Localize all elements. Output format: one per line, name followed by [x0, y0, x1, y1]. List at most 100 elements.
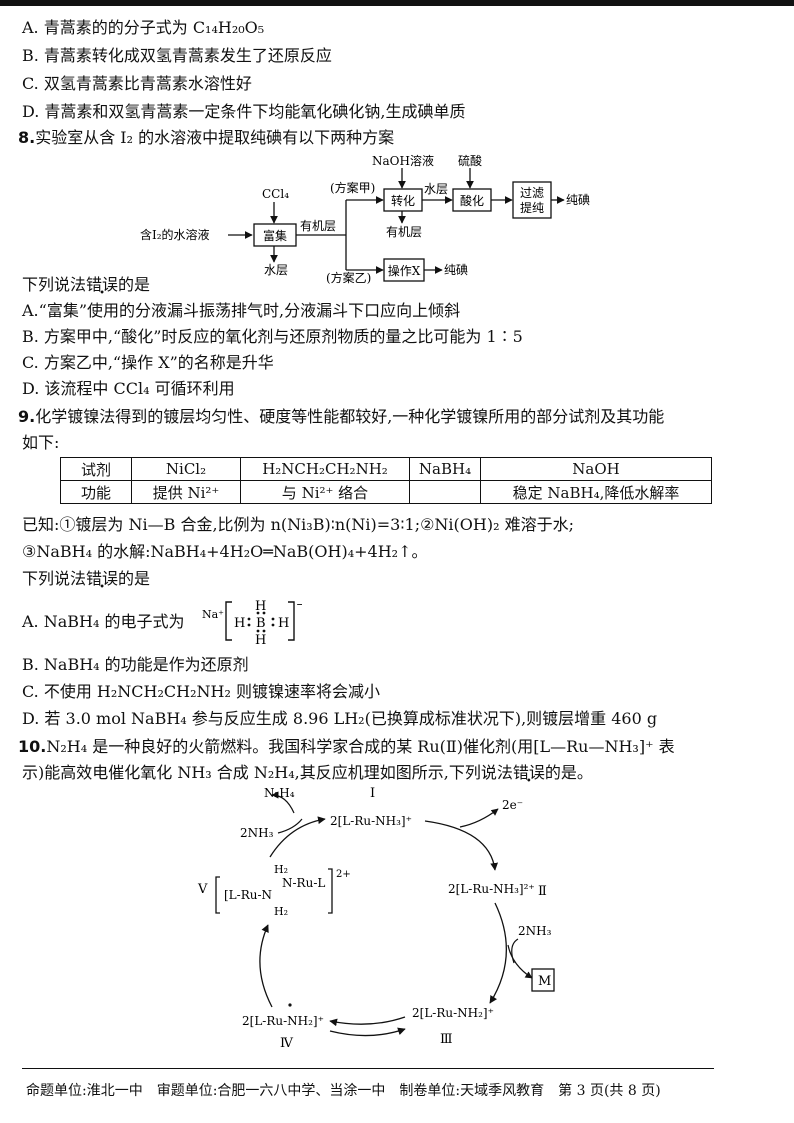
sodium-ion: Na⁺ — [202, 608, 224, 621]
top-border — [0, 0, 794, 6]
q10-number: 10. — [18, 737, 47, 756]
q8-question-emphasis: 错误 — [86, 275, 118, 294]
table-cell: NaBH₄ — [409, 457, 481, 481]
q10-stem-prefix: 示)能高效电催化氧化 NH₃ 合成 N₂H₄,其反应机理如图所示,下列说法 — [22, 763, 513, 782]
q8-flow-diagram: 含I₂的水溶液 CCl₄ 富集 水层 有机层 (方案甲) (方案乙) NaOH溶… — [140, 153, 590, 285]
q7-option-b: B. 青蒿素转化成双氢青蒿素发生了还原反应 — [22, 46, 332, 65]
q9-question-emphasis: 错误 — [86, 569, 118, 588]
label-III: Ⅲ — [440, 1032, 453, 1047]
table-cell: 提供 Ni²⁺ — [131, 480, 241, 504]
label-V: Ⅴ — [197, 882, 208, 897]
table-cell: NaOH — [480, 457, 712, 481]
page-footer: 命题单位:淮北一中 审题单位:合肥一六八中学、当涂一中 制卷单位:天域季风教育 … — [26, 1083, 661, 1099]
svg-text:H: H — [278, 616, 289, 631]
q9-number: 9. — [18, 407, 36, 426]
table-cell: NiCl₂ — [131, 457, 241, 481]
species-V-left: [L-Ru-N — [224, 888, 272, 902]
q9-known-1: 已知:①镀层为 Ni—B 合金,比例为 n(Ni₃B)∶n(Ni)=3∶1;②N… — [22, 515, 574, 534]
flow-plan-a: (方案甲) — [330, 180, 375, 195]
label-I: Ⅰ — [370, 786, 375, 801]
species-IV: 2[L-Ru-NH₂]⁺ — [242, 1014, 324, 1028]
label-IV: Ⅳ — [280, 1036, 294, 1050]
species-I: 2[L-Ru-NH₃]⁺ — [330, 814, 412, 828]
q10-stem-text: N₂H₄ 是一种良好的火箭燃料。我国科学家合成的某 Ru(Ⅱ)催化剂(用[L—R… — [46, 737, 675, 756]
q7-option-c: C. 双氢青蒿素比青蒿素水溶性好 — [22, 74, 252, 93]
q10-reaction-cycle: Ⅰ 2[L-Ru-NH₃]⁺ 2e⁻ 2[L-Ru-NH₃]²⁺ Ⅱ 2NH₃ … — [197, 786, 555, 1050]
q9-stem-text: 化学镀镍法得到的镀层均匀性、硬度等性能都较好,一种化学镀镍所用的部分试剂及其功能 — [35, 407, 665, 426]
flow-naoh-label: NaOH溶液 — [372, 153, 434, 168]
q8-question-suffix: 的是 — [118, 275, 151, 294]
table-cell: 试剂 — [60, 457, 132, 481]
minus-2e: 2e⁻ — [502, 798, 523, 812]
q9-option-d: D. 若 3.0 mol NaBH₄ 参与反应生成 8.96 LH₂(已换算成标… — [22, 709, 658, 728]
table-cell: 与 Ni²⁺ 络合 — [240, 480, 410, 504]
flow-box-acidify-label: 酸化 — [460, 193, 484, 208]
q8-option-b: B. 方案甲中,“酸化”时反应的氧化剂与还原剂物质的量之比可能为 1∶5 — [22, 327, 523, 346]
q8-option-a: A.“富集”使用的分液漏斗振荡排气时,分液漏斗下口应向上倾斜 — [22, 301, 461, 320]
table-cell: H₂NCH₂CH₂NH₂ — [240, 457, 410, 481]
table-row: 试剂 NiCl₂ H₂NCH₂CH₂NH₂ NaBH₄ NaOH — [60, 457, 712, 481]
q8-question: 下列说法错误的是 — [22, 275, 150, 295]
footer-divider — [22, 1068, 714, 1069]
flow-start-label: 含I₂的水溶液 — [140, 227, 210, 242]
q8-option-c: C. 方案乙中,“操作 X”的名称是升华 — [22, 353, 274, 372]
table-cell: 稳定 NaBH₄,降低水解率 — [480, 480, 712, 504]
flow-pure-iodine: 纯碘 — [566, 193, 590, 207]
flow-sulfuric-label: 硫酸 — [458, 153, 482, 168]
q7-option-d: D. 青蒿素和双氢青蒿素一定条件下均能氧化碘化钠,生成碘单质 — [22, 102, 466, 121]
table-cell — [409, 480, 481, 504]
species-III: 2[L-Ru-NH₂]⁺ — [412, 1006, 494, 1020]
svg-text:H: H — [255, 599, 266, 614]
q9-option-b: B. NaBH₄ 的功能是作为还原剂 — [22, 655, 249, 674]
q8-stem-text: 实验室从含 I₂ 的水溶液中提取纯碘有以下两种方案 — [35, 128, 395, 147]
table-cell: 功能 — [60, 480, 132, 504]
flow-pure-iodine-2: 纯碘 — [444, 263, 468, 277]
q10-stem-suffix: 的是。 — [544, 763, 593, 782]
q9-option-a: A. NaBH₄ 的电子式为 — [22, 612, 185, 631]
svg-text:H: H — [255, 633, 266, 646]
nh3-in-right: 2NH₃ — [518, 924, 552, 938]
q8-stem: 8.实验室从含 I₂ 的水溶液中提取纯碘有以下两种方案 — [18, 128, 394, 148]
flow-water-layer-2: 水层 — [424, 182, 448, 196]
flow-plan-b: (方案乙) — [326, 270, 371, 285]
flow-box-convert-label: 转化 — [391, 193, 415, 208]
q7-option-a: A. 青蒿素的的分子式为 C₁₄H₂₀O₅ — [22, 18, 265, 37]
q8-number: 8. — [18, 128, 36, 147]
m-box-label: M — [538, 974, 551, 989]
label-II: Ⅱ — [538, 884, 547, 899]
q10-stem-line2: 示)能高效电催化氧化 NH₃ 合成 N₂H₄,其反应机理如图所示,下列说法错误的… — [22, 763, 593, 783]
q9-stem-line1: 9.化学镀镍法得到的镀层均匀性、硬度等性能都较好,一种化学镀镍所用的部分试剂及其… — [18, 407, 664, 427]
flow-water-layer: 水层 — [264, 263, 288, 277]
q8-option-d: D. 该流程中 CCl₄ 可循环利用 — [22, 379, 235, 398]
q9-known-2: ③NaBH₄ 的水解:NaBH₄+4H₂O═NaB(OH)₄+4H₂↑。 — [22, 542, 428, 561]
q9-question-suffix: 的是 — [118, 569, 151, 588]
q9-stem-line2: 如下: — [22, 433, 60, 452]
q9-question-prefix: 下列说法 — [22, 569, 87, 588]
flow-box-enrich-label: 富集 — [263, 228, 287, 243]
species-V-charge: 2+ — [336, 869, 351, 880]
q8-question-prefix: 下列说法 — [22, 275, 87, 294]
nh3-in-left: 2NH₃ — [240, 826, 274, 840]
flow-ccl4-label: CCl₄ — [262, 187, 289, 201]
flow-organic-layer: 有机层 — [300, 219, 336, 233]
n2h4-out: N₂H₄ — [264, 786, 295, 800]
flow-box-op-x-label: 操作X — [388, 263, 421, 278]
q9-option-c: C. 不使用 H₂NCH₂CH₂NH₂ 则镀镍速率将会减小 — [22, 682, 380, 701]
m-box — [531, 968, 555, 992]
flow-organic-layer-2: 有机层 — [386, 225, 422, 239]
q9-question: 下列说法错误的是 — [22, 569, 150, 589]
nabh4-electron-formula: Na⁺ − H H B H H — [202, 598, 302, 646]
species-V-h2-top: H₂ — [274, 863, 288, 876]
flow-box-filter-label-1: 过滤 — [520, 186, 544, 200]
svg-text:−: − — [296, 598, 302, 611]
flow-box-filter-label-2: 提纯 — [520, 200, 544, 215]
table-row: 功能 提供 Ni²⁺ 与 Ni²⁺ 络合 稳定 NaBH₄,降低水解率 — [60, 480, 712, 504]
species-V-h2-bottom: H₂ — [274, 905, 288, 918]
q10-stem-emphasis: 错误 — [513, 763, 545, 782]
species-II: 2[L-Ru-NH₃]²⁺ — [448, 882, 535, 896]
species-V-right: N-Ru-L — [282, 876, 325, 890]
svg-text:B: B — [256, 616, 266, 631]
q9-reagent-table: 试剂 NiCl₂ H₂NCH₂CH₂NH₂ NaBH₄ NaOH 功能 提供 N… — [60, 457, 712, 504]
svg-text:H: H — [234, 616, 245, 631]
q10-stem-line1: 10.N₂H₄ 是一种良好的火箭燃料。我国科学家合成的某 Ru(Ⅱ)催化剂(用[… — [18, 737, 675, 757]
